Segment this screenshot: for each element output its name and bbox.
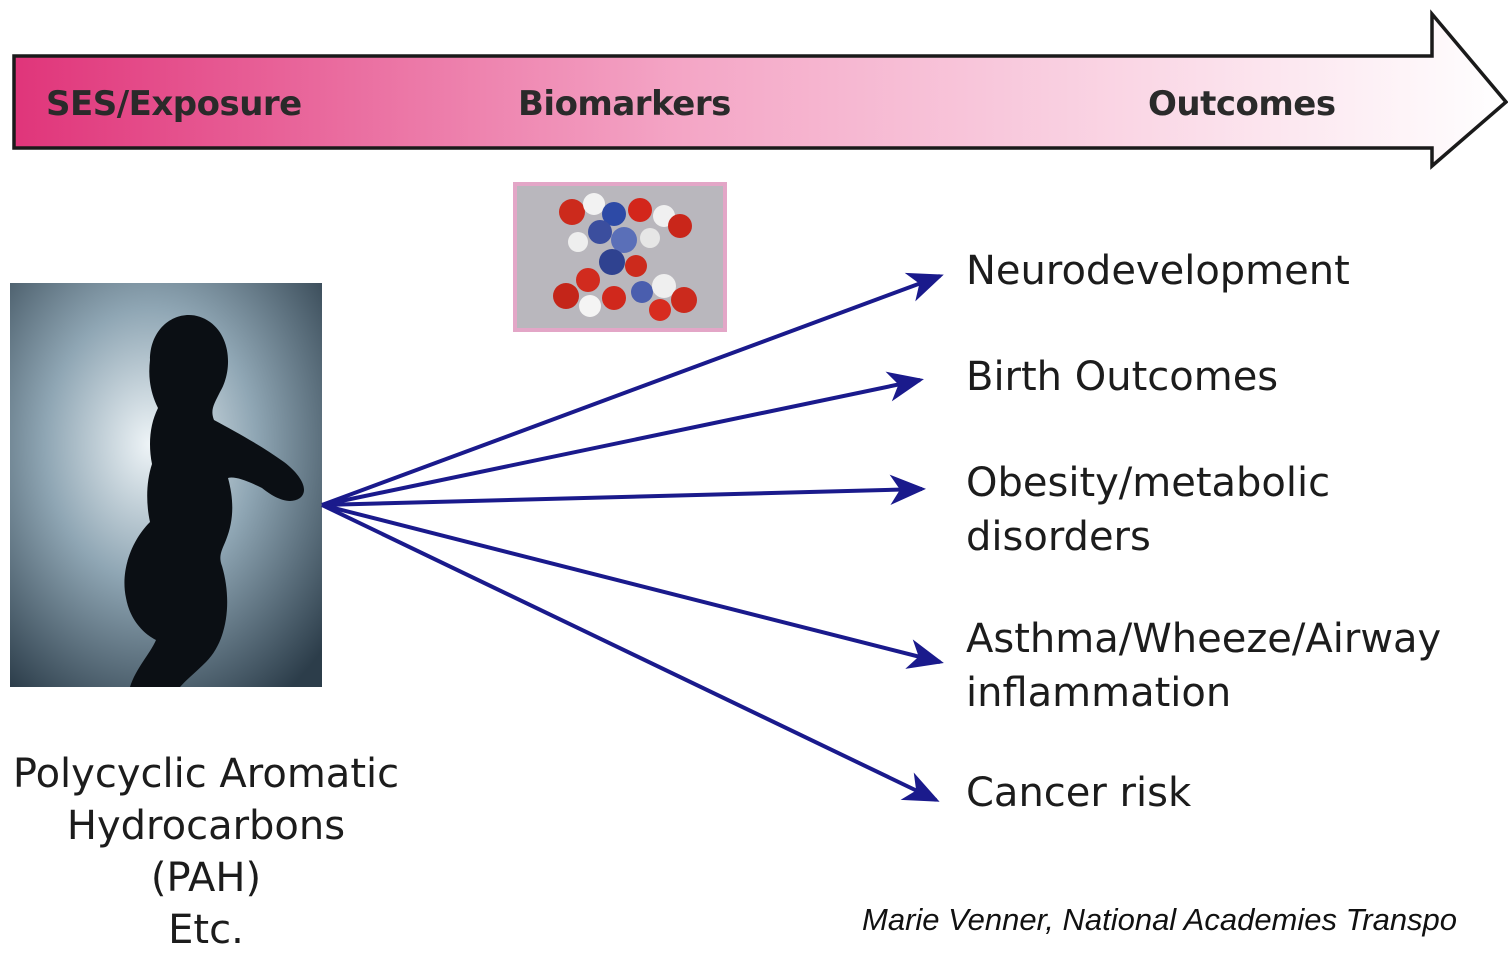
- outcome-line: Asthma/Wheeze/Airway: [966, 616, 1442, 662]
- exposure-label-line: (PAH): [150, 855, 262, 901]
- credit-text: Marie Venner, National Academies Transpo: [862, 902, 1458, 937]
- arrow-neurodevelopment: [321, 272, 944, 507]
- outcome-line: Cancer risk: [966, 770, 1192, 816]
- molecule-image: [513, 182, 727, 332]
- pregnant-silhouette-photo: [10, 283, 322, 687]
- exposure-label: Polycyclic Aromatic Hydrocarbons (PAH) E…: [0, 748, 412, 956]
- outcome-obesity-metabolic: Obesity/metabolic disorders: [966, 456, 1330, 564]
- arrow-cancer: [321, 503, 940, 802]
- timeline-label-exposure: SES/Exposure: [46, 84, 302, 124]
- exposure-label-line: Hydrocarbons: [66, 803, 346, 849]
- timeline-label-biomarkers: Biomarkers: [518, 84, 731, 124]
- outcome-line: Neurodevelopment: [966, 248, 1350, 294]
- timeline-label-outcomes: Outcomes: [1148, 84, 1336, 124]
- outcome-asthma-airway: Asthma/Wheeze/Airway inflammation: [966, 612, 1441, 720]
- outcome-cancer-risk: Cancer risk: [966, 766, 1191, 820]
- arrow-birth-outcomes: [321, 371, 924, 507]
- arrow-obesity: [321, 474, 926, 507]
- exposure-label-line: Polycyclic Aromatic: [12, 751, 400, 797]
- outcome-line: Birth Outcomes: [966, 354, 1279, 400]
- timeline-arrow: [12, 9, 1508, 170]
- outcome-line: inflammation: [966, 670, 1232, 716]
- outcome-line: Obesity/metabolic: [966, 460, 1331, 506]
- outcome-birth-outcomes: Birth Outcomes: [966, 350, 1278, 404]
- arrow-asthma: [321, 503, 944, 669]
- exposure-label-line: Etc.: [168, 907, 244, 953]
- outcome-arrows: [321, 272, 944, 802]
- outcome-neurodevelopment: Neurodevelopment: [966, 244, 1350, 298]
- outcome-line: disorders: [966, 514, 1151, 560]
